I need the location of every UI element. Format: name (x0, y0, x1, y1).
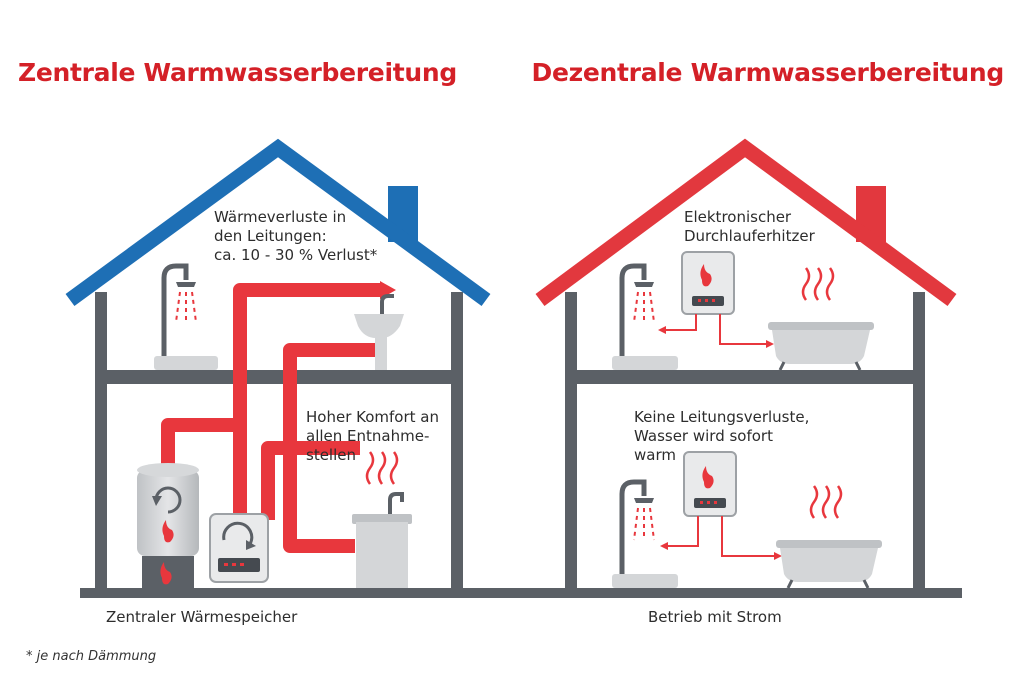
sink-icon (352, 492, 412, 588)
comfort-note: Hoher Komfort an allen Entnahme- stellen (306, 408, 439, 464)
no-loss-note: Keine Leitungsverluste, Wasser wird sofo… (634, 408, 810, 464)
heat-waves-icon (809, 485, 843, 519)
central-title: Zentrale Warmwasserbereitung (18, 58, 457, 87)
heat-loss-note: Wärmeverluste in den Leitungen: ca. 10 -… (214, 208, 378, 264)
storage-tank-icon (137, 463, 199, 588)
instant-heater-note: Elektronischer Durchlauferhitzer (684, 208, 815, 245)
left-wall (565, 292, 577, 596)
instant-water-heater-icon (681, 251, 735, 315)
footnote: * je nach Dämmung (26, 649, 157, 664)
roof (535, 138, 957, 307)
pipe-arrow (380, 281, 396, 299)
boiler-icon (209, 513, 269, 583)
bathtub-icon (768, 322, 874, 371)
shower-icon (154, 263, 218, 370)
right-wall (451, 292, 463, 596)
flame-icon (162, 520, 174, 543)
shower-icon (612, 263, 678, 370)
left-wall (95, 292, 107, 596)
bathtub-icon (776, 540, 882, 589)
central-caption: Zentraler Wärmespeicher (106, 608, 298, 626)
sink-icon (354, 294, 404, 370)
decentral-title: Dezentrale Warmwasserbereitung (531, 58, 1005, 87)
upper-floor (95, 370, 463, 384)
ground-line (80, 588, 962, 598)
central-house (65, 138, 491, 596)
decentral-caption: Betrieb mit Strom (648, 608, 782, 626)
upper-floor (565, 370, 925, 384)
flame-icon (702, 466, 714, 489)
flame-icon (160, 562, 172, 585)
water-flow-arrows (668, 516, 774, 557)
flame-icon (700, 264, 712, 287)
heat-waves-icon (365, 451, 399, 485)
heat-waves-icon (801, 267, 835, 301)
water-flow-arrows (666, 314, 766, 345)
cycle-icon (154, 486, 182, 514)
shower-icon (612, 479, 678, 588)
right-wall (913, 292, 925, 596)
hot-water-pipes (161, 283, 382, 553)
roof (65, 138, 491, 307)
decentral-house (535, 138, 957, 596)
instant-water-heater-icon (683, 451, 737, 517)
